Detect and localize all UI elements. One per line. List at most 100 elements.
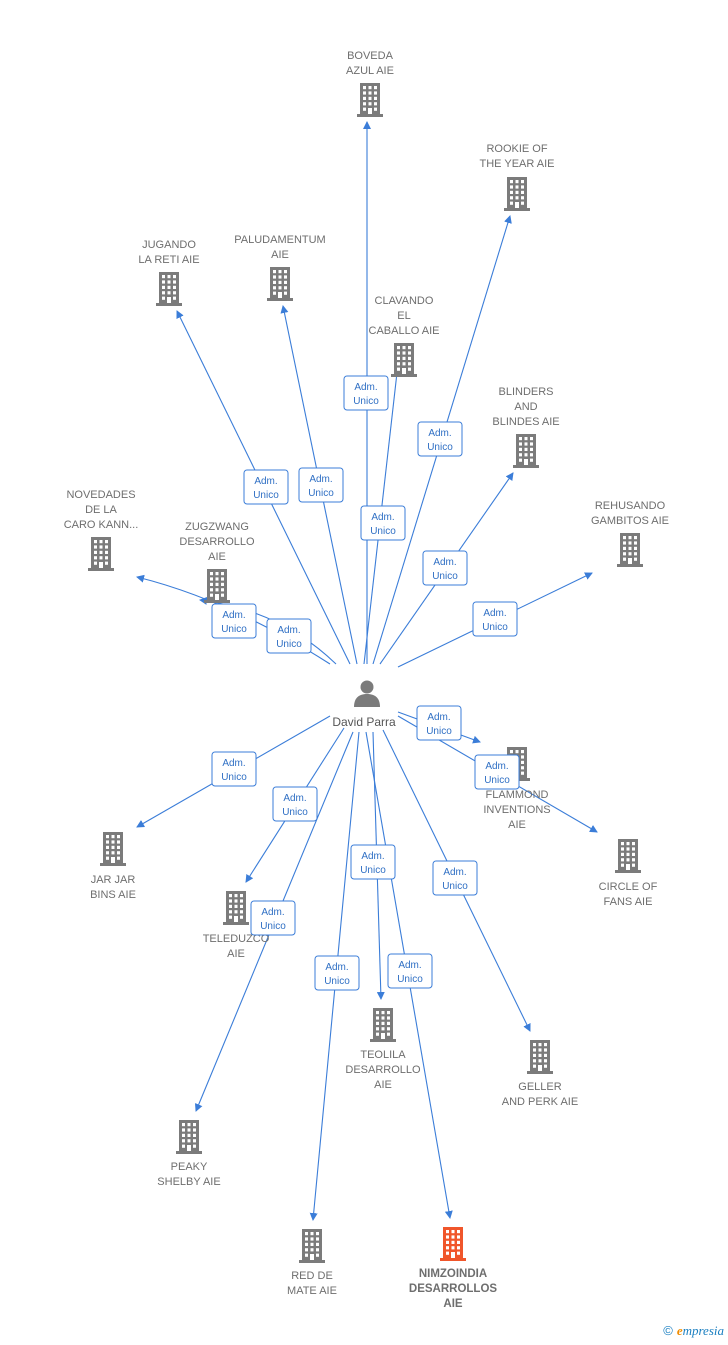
building-icon [299, 1229, 325, 1263]
company-name-line: BLINDERS [498, 386, 553, 398]
company-name-line: TEOLILA [360, 1049, 406, 1061]
role-badge[interactable]: Adm.Unico [314, 955, 360, 991]
role-label-line: Unico [442, 881, 468, 892]
company-node-jugando[interactable]: JUGANDO LA RETI AIE [138, 239, 200, 306]
company-node-geller[interactable]: GELLER AND PERK AIE [502, 1040, 578, 1108]
role-badge[interactable]: Adm.Unico [243, 469, 289, 505]
building-icon [617, 533, 643, 567]
person-name: David Parra [332, 715, 396, 729]
role-label-line: Adm. [427, 712, 450, 723]
company-name-line: AIE [443, 1298, 463, 1310]
company-node-blinders[interactable]: BLINDERS AND BLINDES AIE [492, 386, 560, 468]
company-node-novedades[interactable]: NOVEDADES DE LA CARO KANN... [64, 489, 139, 571]
company-name-line: AIE [271, 249, 289, 261]
role-label-line: Adm. [485, 761, 508, 772]
building-icon [267, 267, 293, 301]
company-name-line: GAMBITOS AIE [591, 515, 669, 527]
building-icon [88, 537, 114, 571]
role-badge[interactable]: Adm.Unico [422, 550, 468, 586]
company-name-line: DESARROLLO [179, 536, 255, 548]
role-badge[interactable]: Adm. Unico [474, 754, 520, 790]
role-label-line: Unico [427, 442, 453, 453]
company-name-line: EL [397, 310, 410, 322]
company-name-line: AIE [374, 1079, 392, 1091]
building-icon [204, 569, 230, 603]
role-badge[interactable]: Adm. Unico [298, 467, 344, 503]
company-name-line: AND [514, 401, 537, 413]
company-name-line: TELEDUZCO [203, 933, 270, 945]
role-badge[interactable]: Adm.Unico [343, 375, 389, 411]
role-label-line: Unico [360, 865, 386, 876]
company-name-line: GELLER [518, 1081, 561, 1093]
company-name-line: BLINDES AIE [492, 416, 559, 428]
role-label-line: Adm. [254, 476, 277, 487]
role-badge[interactable]: Adm.Unico [211, 603, 257, 639]
role-label-line: Unico [482, 622, 508, 633]
role-badge[interactable]: Adm.Unico [432, 860, 478, 896]
role-badge[interactable]: Adm.Unico [472, 601, 518, 637]
role-badge[interactable]: Adm.Unico [387, 953, 433, 989]
role-badge[interactable]: Adm. Unico [417, 421, 463, 457]
role-label-line: Unico [308, 488, 334, 499]
role-badge[interactable]: Adm. Unico [211, 751, 257, 787]
company-name-line: AZUL AIE [346, 65, 394, 77]
building-icon [223, 891, 249, 925]
company-name-line: CARO KANN... [64, 519, 139, 531]
company-name-line: JUGANDO [142, 239, 196, 251]
company-name-line: NOVEDADES [66, 489, 135, 501]
building-icon [176, 1120, 202, 1154]
role-label-line: Adm. [283, 793, 306, 804]
copyright-symbol: © [663, 1323, 673, 1338]
company-name-line: REHUSANDO [595, 500, 666, 512]
company-name-line: PALUDAMENTUM [234, 234, 325, 246]
company-name-line: DE LA [85, 504, 117, 516]
role-badge[interactable]: Adm. Unico [272, 786, 318, 822]
role-label-line: Unico [432, 571, 458, 582]
role-label-line: Adm. [361, 851, 384, 862]
role-label-line: Adm. [371, 512, 394, 523]
company-name-line: JAR JAR [91, 874, 136, 886]
role-badge[interactable]: Adm. Unico [360, 505, 406, 541]
role-label-line: Adm. [222, 758, 245, 769]
company-name-line: BINS AIE [90, 889, 136, 901]
company-name-line: INVENTIONS [483, 804, 550, 816]
role-label-line: Adm. [309, 474, 332, 485]
role-label-line: Adm. [277, 625, 300, 636]
company-name-line: PEAKY [171, 1161, 208, 1173]
role-badge[interactable]: Adm.Unico [416, 705, 462, 741]
role-badge[interactable]: Adm. Unico [350, 844, 396, 880]
role-label-line: Unico [276, 639, 302, 650]
role-label-line: Unico [324, 976, 350, 987]
company-node-rehusando[interactable]: REHUSANDO GAMBITOS AIE [591, 500, 669, 567]
company-node-jarjar[interactable]: JAR JAR BINS AIE [90, 832, 136, 901]
company-node-paludamentum[interactable]: PALUDAMENTUM AIE [234, 234, 326, 301]
person-node[interactable]: David Parra [332, 680, 396, 730]
empresia-logo[interactable]: ©empresia [663, 1323, 724, 1339]
role-label-line: Unico [370, 526, 396, 537]
company-name-line: LA RETI AIE [138, 254, 199, 266]
role-badge[interactable]: Adm. Unico [266, 618, 312, 654]
role-label-line: Adm. [428, 428, 451, 439]
company-name-line: AND PERK AIE [502, 1096, 578, 1108]
role-badge[interactable]: Adm.Unico [250, 900, 296, 936]
role-label-line: Adm. [222, 610, 245, 621]
brand-name: mpresia [682, 1323, 724, 1338]
role-label-line: Unico [484, 775, 510, 786]
company-name-line: CIRCLE OF [599, 881, 658, 893]
role-label-line: Unico [221, 772, 247, 783]
building-icon [504, 177, 530, 211]
role-label-line: Unico [397, 974, 423, 985]
role-label-line: Unico [282, 807, 308, 818]
company-name-line: MATE AIE [287, 1285, 337, 1297]
